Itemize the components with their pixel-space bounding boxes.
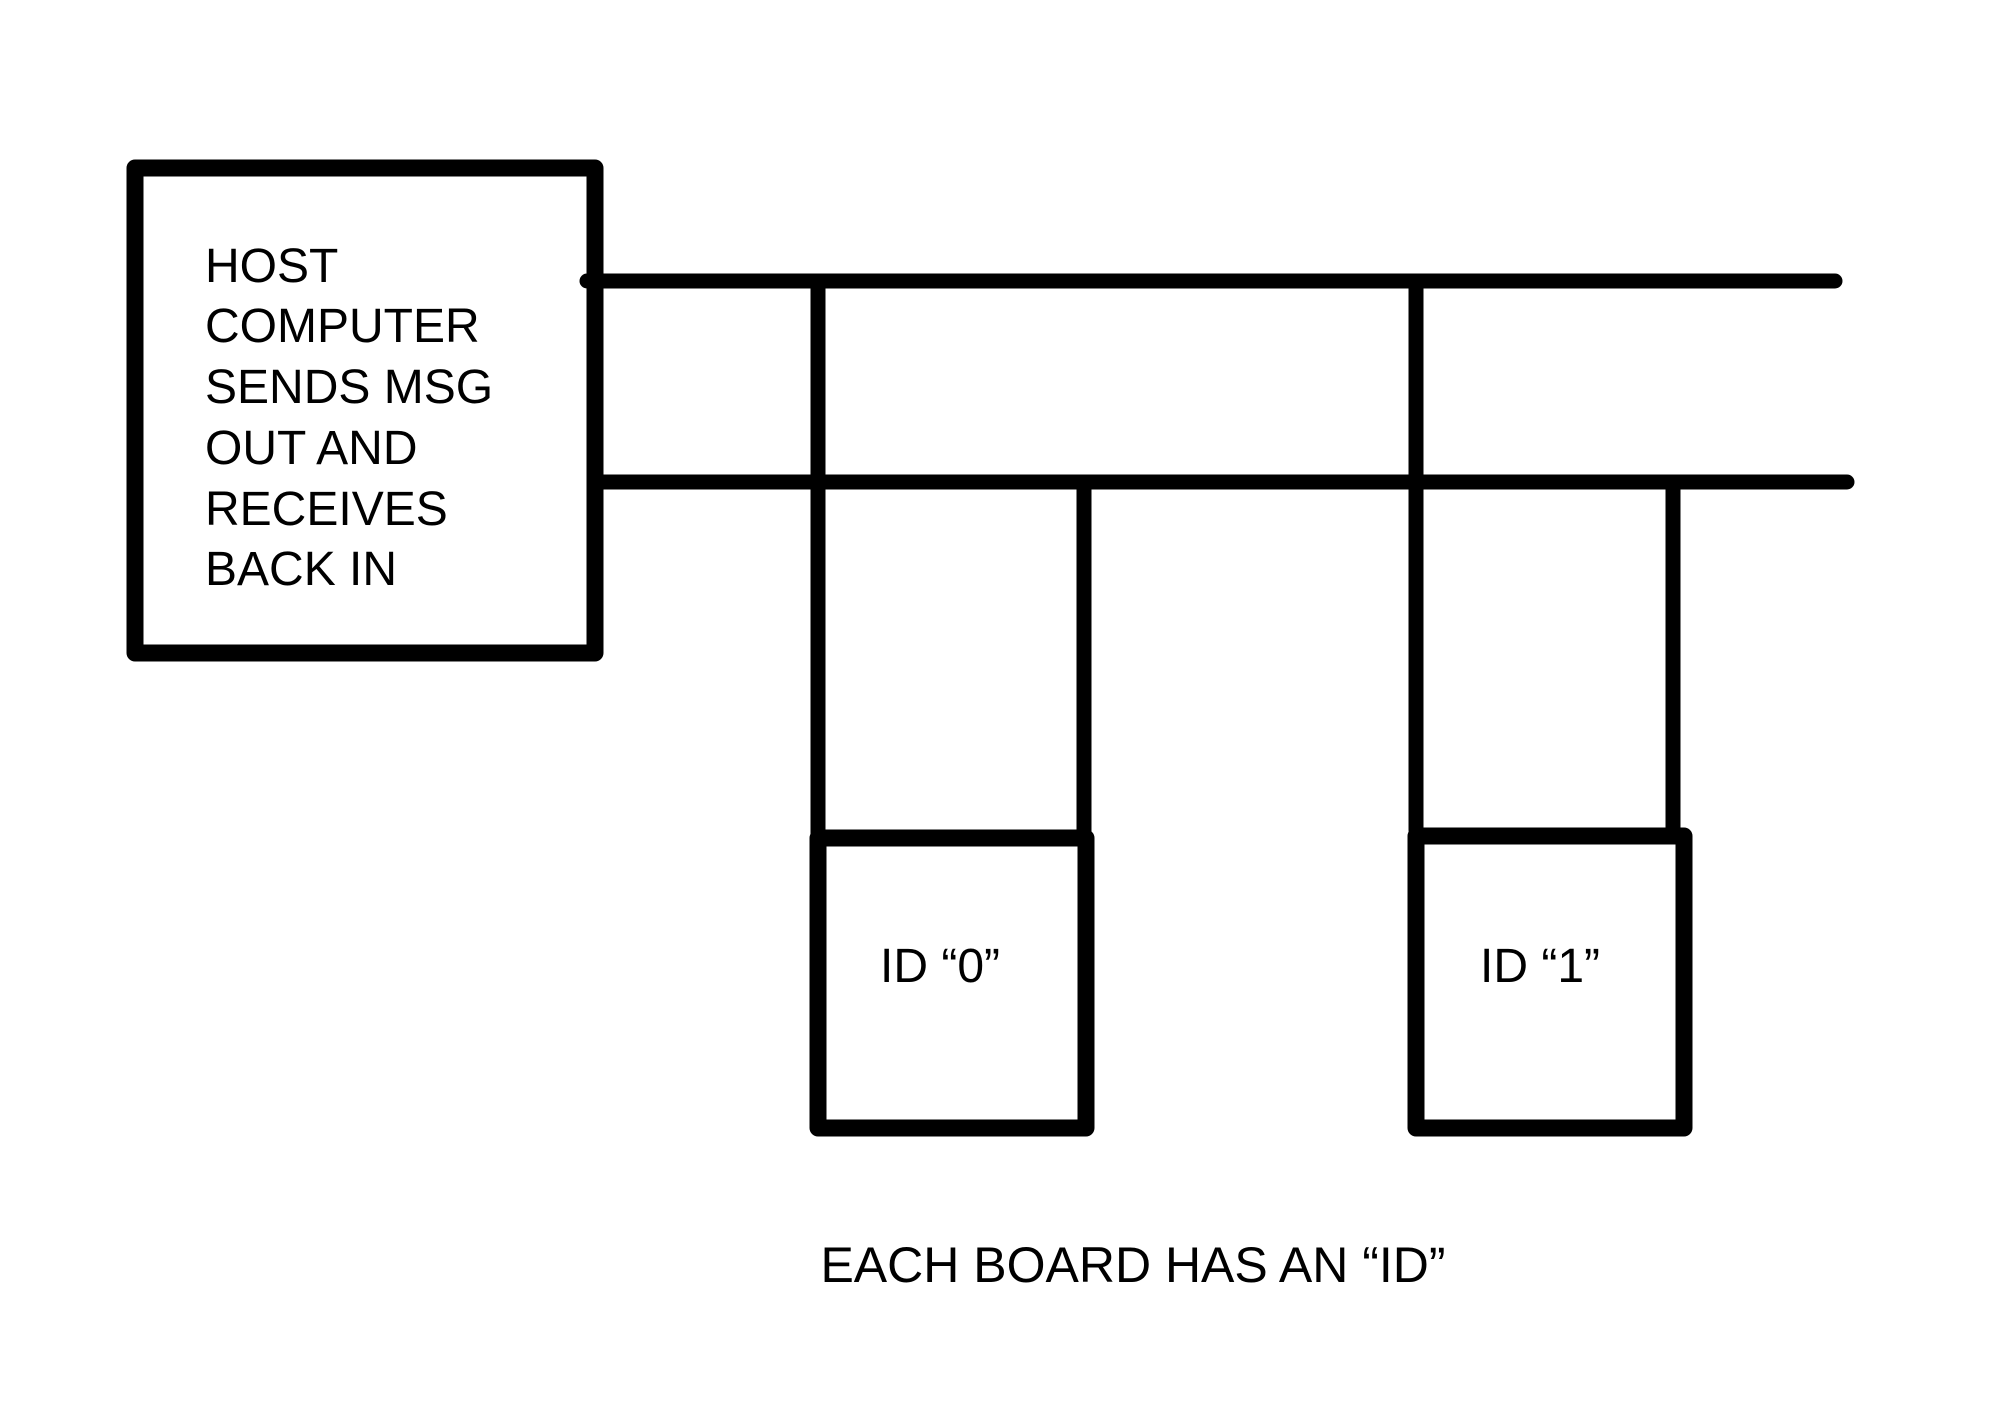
diagram-caption: EACH BOARD HAS AN “ID” [820, 1237, 1445, 1293]
host-label-line: RECEIVES [205, 483, 448, 536]
board-1-box [1407, 827, 1693, 1137]
host-computer-label: HOST COMPUTER SENDS MSG OUT AND RECEIVES… [205, 240, 493, 596]
host-label-line: SENDS MSG [205, 361, 493, 414]
host-label-line: COMPUTER [205, 300, 480, 353]
board-0-box [809, 829, 1095, 1137]
host-label-line: HOST [205, 240, 338, 293]
board-0-label: ID “0” [880, 940, 1000, 993]
host-label-line: BACK IN [205, 543, 397, 596]
board-1-label: ID “1” [1480, 940, 1600, 993]
host-label-line: OUT AND [205, 422, 417, 475]
host-computer-box [126, 159, 604, 662]
